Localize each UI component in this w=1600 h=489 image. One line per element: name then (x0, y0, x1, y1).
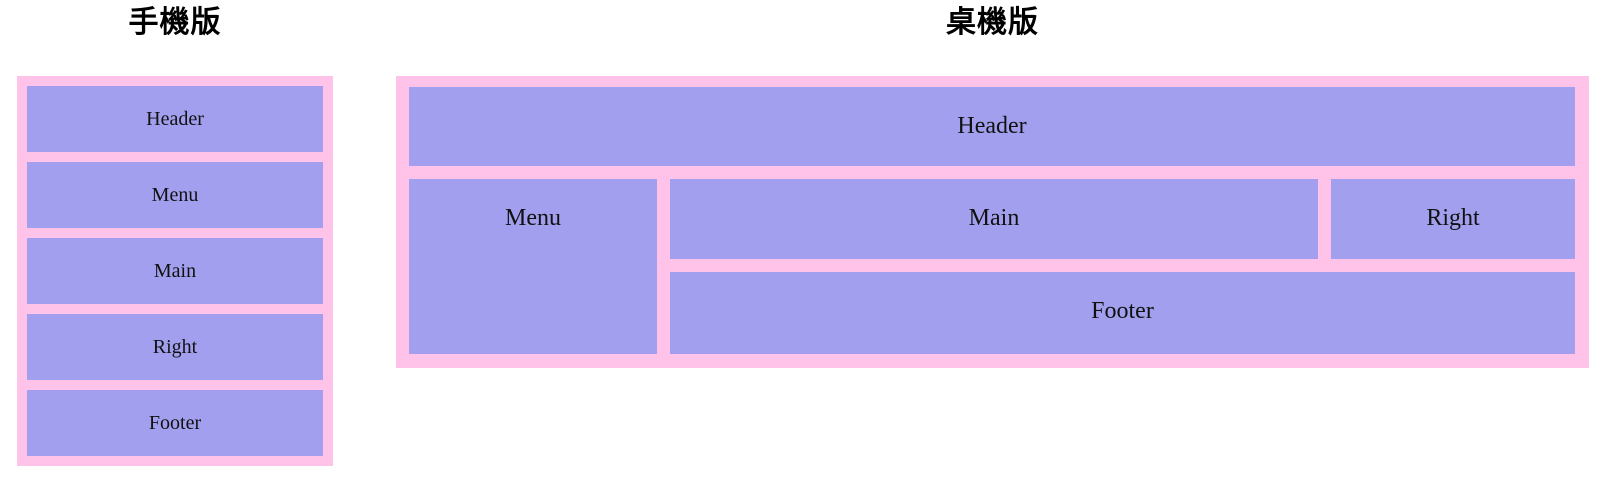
mobile-box-right: Right (27, 314, 323, 380)
desktop-box-main: Main (670, 179, 1318, 259)
desktop-box-footer: Footer (670, 272, 1575, 354)
desktop-box-right-label: Right (1426, 205, 1480, 231)
desktop-box-main-label: Main (968, 205, 1020, 231)
mobile-section-title: 手機版 (128, 6, 222, 39)
mobile-layout-container: Header Menu Main Right Footer (17, 76, 333, 466)
desktop-box-right: Right (1331, 179, 1575, 259)
mobile-box-header-label: Header (146, 107, 204, 130)
mobile-box-menu: Menu (27, 162, 323, 228)
desktop-box-header-label: Header (957, 113, 1027, 139)
mobile-box-main-label: Main (153, 259, 197, 282)
desktop-box-menu-label: Menu (505, 205, 561, 231)
mobile-box-footer-label: Footer (148, 411, 202, 434)
desktop-box-header: Header (409, 87, 1575, 166)
mobile-box-footer: Footer (27, 390, 323, 456)
mobile-box-main: Main (27, 238, 323, 304)
mobile-box-menu-label: Menu (151, 183, 199, 206)
desktop-section-title: 桌機版 (946, 6, 1039, 39)
mobile-box-right-label: Right (152, 335, 198, 358)
desktop-layout-container: Header Menu Main Right Footer (396, 76, 1589, 368)
desktop-box-footer-label: Footer (1091, 298, 1154, 324)
desktop-box-menu: Menu (409, 179, 657, 354)
mobile-box-header: Header (27, 86, 323, 152)
